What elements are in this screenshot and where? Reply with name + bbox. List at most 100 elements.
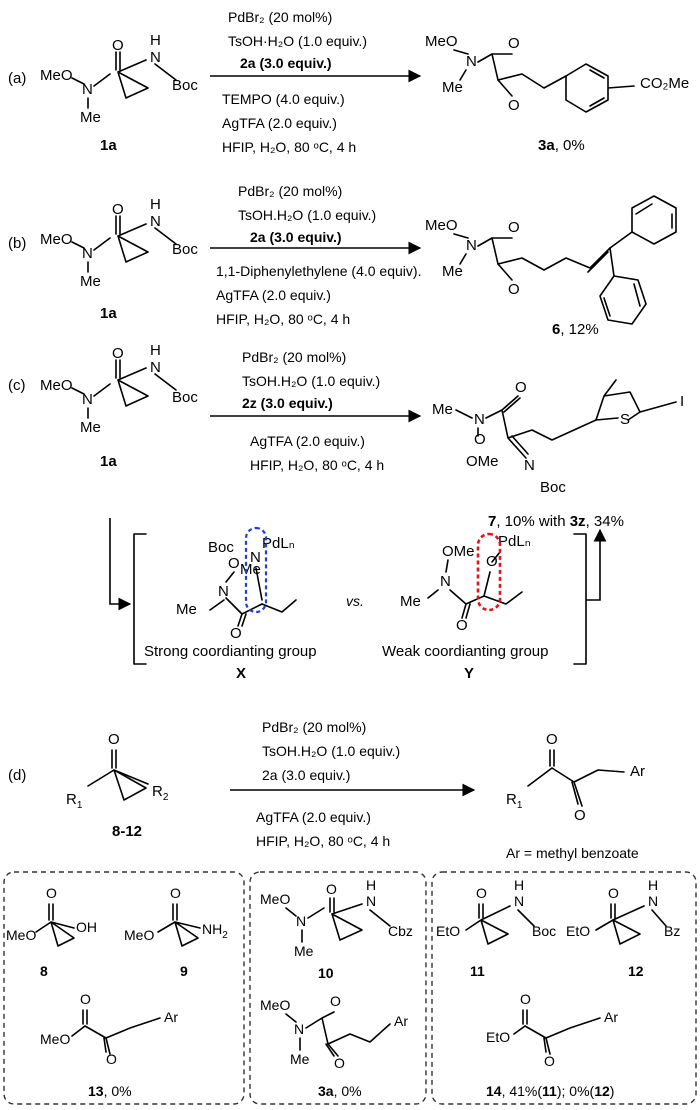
structure-3a-box: MeO N Me O O Ar bbox=[260, 993, 408, 1071]
svg-text:O: O bbox=[112, 201, 124, 218]
panel-d: (d) O R1 R2 8-12 PdBr₂ (20 mol%) TsOH.H₂… bbox=[8, 719, 645, 861]
svg-text:H: H bbox=[648, 877, 658, 893]
svg-text:Me: Me bbox=[176, 601, 197, 618]
atom-p-o1: O bbox=[508, 35, 520, 52]
svg-text:EtO: EtO bbox=[566, 923, 590, 939]
reagent-a-4: TEMPO (4.0 equiv.) bbox=[222, 91, 345, 107]
svg-text:N: N bbox=[366, 893, 376, 909]
vs-label: vs. bbox=[346, 593, 364, 609]
svg-text:R1: R1 bbox=[506, 791, 523, 811]
y-caption: Weak coordianting group bbox=[382, 643, 549, 660]
reagent-d-2: TsOH.H₂O (1.0 equiv.) bbox=[262, 743, 400, 759]
atom-p-co2me: CO₂Me bbox=[640, 75, 689, 92]
svg-text:O: O bbox=[515, 379, 527, 396]
reagent-c-2: TsOH.H₂O (1.0 equiv.) bbox=[242, 373, 380, 389]
svg-text:Cbz: Cbz bbox=[388, 923, 413, 939]
atom-meo: MeO bbox=[40, 67, 73, 84]
label-11: 11 bbox=[470, 963, 485, 979]
label-1a-b: 1a bbox=[100, 305, 117, 322]
label-8: 8 bbox=[40, 963, 48, 979]
label-10: 10 bbox=[318, 965, 334, 981]
reagent-a-1: PdBr₂ (20 mol%) bbox=[228, 9, 332, 25]
structure-14: O EtO O Ar bbox=[486, 991, 618, 1069]
svg-text:O: O bbox=[46, 885, 57, 901]
label-13: 13, 0% bbox=[88, 1083, 132, 1099]
atom-me: Me bbox=[80, 109, 101, 126]
label-3a-box: 3a, 0% bbox=[318, 1083, 362, 1099]
svg-text:I: I bbox=[680, 393, 684, 410]
panel-b: (b) MeO N Me O N H Boc 1a PdBr₂ (20 mol%… bbox=[8, 183, 677, 338]
svg-text:PdLₙ: PdLₙ bbox=[262, 535, 295, 552]
svg-text:O: O bbox=[334, 1055, 345, 1071]
structure-8-12: O R1 R2 bbox=[66, 731, 169, 811]
atom-nh: N bbox=[150, 49, 161, 66]
structure-1a-a: MeO N Me O N H Boc bbox=[40, 32, 198, 126]
svg-text:H: H bbox=[150, 196, 161, 213]
panel-a: (a) MeO N Me O N H Boc 1a PdBr₂ (20 mol%… bbox=[8, 9, 689, 155]
structure-1a-b: MeO N Me O N H Boc bbox=[40, 196, 198, 290]
svg-text:Me: Me bbox=[80, 419, 101, 436]
atom-o: O bbox=[112, 37, 124, 54]
svg-text:MeO: MeO bbox=[124, 927, 154, 943]
structure-9: O MeO NH2 bbox=[124, 885, 228, 947]
svg-text:O: O bbox=[112, 345, 124, 362]
svg-text:N: N bbox=[150, 359, 161, 376]
y-label: Y bbox=[464, 665, 474, 682]
panel-letter-a: (a) bbox=[8, 70, 26, 87]
highlight-y bbox=[476, 532, 502, 612]
svg-text:EtO: EtO bbox=[436, 923, 460, 939]
product-d: O R1 O Ar bbox=[506, 731, 645, 824]
svg-text:MeO: MeO bbox=[40, 377, 73, 394]
svg-text:Me: Me bbox=[442, 263, 463, 280]
svg-text:MeO: MeO bbox=[40, 231, 73, 248]
svg-text:OMe: OMe bbox=[466, 453, 499, 470]
svg-text:MeO: MeO bbox=[40, 1031, 70, 1047]
reagent-b-4: 1,1-Diphenylethylene (4.0 equiv). bbox=[216, 263, 421, 279]
label-6: 6, 12% bbox=[552, 321, 599, 338]
svg-text:O: O bbox=[608, 885, 619, 901]
reagent-a-5: AgTFA (2.0 equiv.) bbox=[222, 115, 337, 131]
svg-text:N: N bbox=[150, 213, 161, 230]
label-1a-c: 1a bbox=[100, 453, 117, 470]
svg-text:MeO: MeO bbox=[260, 891, 290, 907]
atom-p-me: Me bbox=[442, 79, 463, 96]
label-12: 12 bbox=[628, 963, 644, 979]
panel-letter-d: (d) bbox=[8, 767, 26, 784]
svg-text:MeO: MeO bbox=[260, 997, 290, 1013]
svg-text:O: O bbox=[476, 885, 487, 901]
structure-10: MeO N Me O N H Cbz bbox=[260, 877, 413, 959]
structure-13: O MeO O Ar bbox=[40, 991, 178, 1067]
atom-p-n: N bbox=[466, 53, 477, 70]
svg-text:N: N bbox=[648, 893, 658, 909]
svg-text:OMe: OMe bbox=[442, 543, 475, 560]
svg-text:Ar: Ar bbox=[164, 1009, 178, 1025]
svg-text:O: O bbox=[108, 731, 120, 748]
svg-text:NH2: NH2 bbox=[202, 921, 228, 941]
svg-text:N: N bbox=[440, 573, 451, 590]
svg-text:O: O bbox=[170, 885, 181, 901]
svg-text:N: N bbox=[250, 549, 261, 566]
svg-text:Me: Me bbox=[400, 593, 421, 610]
svg-text:O: O bbox=[474, 431, 486, 448]
reagent-b-3: 2a (3.0 equiv.) bbox=[250, 229, 342, 245]
svg-text:O: O bbox=[574, 807, 586, 824]
svg-text:N: N bbox=[514, 893, 524, 909]
reagent-b-2: TsOH.H₂O (1.0 equiv.) bbox=[238, 207, 376, 223]
svg-text:O: O bbox=[544, 1053, 555, 1069]
reagent-d-1: PdBr₂ (20 mol%) bbox=[262, 719, 366, 735]
svg-text:Me: Me bbox=[290, 1051, 310, 1067]
svg-text:O: O bbox=[326, 881, 337, 897]
svg-text:Boc: Boc bbox=[172, 241, 198, 258]
svg-text:N: N bbox=[82, 245, 93, 262]
svg-text:Bz: Bz bbox=[664, 923, 680, 939]
svg-text:N: N bbox=[296, 913, 306, 929]
atom-p-meo: MeO bbox=[425, 33, 458, 50]
panel-letter-c: (c) bbox=[8, 377, 26, 394]
svg-text:Boc: Boc bbox=[540, 479, 566, 496]
x-label: X bbox=[236, 665, 246, 682]
reagent-a-2: TsOH·H₂O (1.0 equiv.) bbox=[228, 33, 367, 49]
svg-text:Ar: Ar bbox=[630, 763, 645, 780]
reagent-c-3: 2z (3.0 equiv.) bbox=[242, 395, 333, 411]
reagent-d-5: HFIP, H₂O, 80 ᵒC, 4 h bbox=[256, 833, 390, 849]
